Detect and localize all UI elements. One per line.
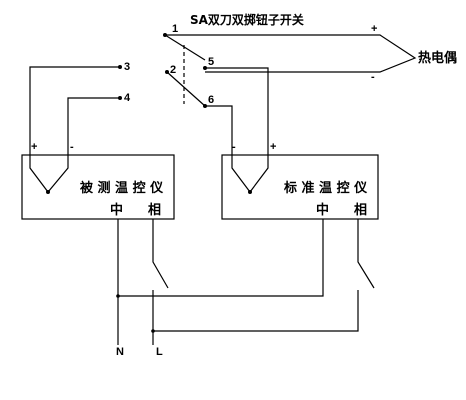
terminal-3-label: 3 xyxy=(124,61,130,73)
phase-junction-dot xyxy=(151,329,155,333)
standard-phase-lower xyxy=(153,290,359,332)
power-l-label: L xyxy=(156,346,163,358)
tested-instrument-box xyxy=(21,154,175,220)
terminal-5-label: 5 xyxy=(208,56,214,68)
power-n-label: N xyxy=(116,346,124,358)
wire-4-to-tested-minus xyxy=(67,97,120,155)
thermocouple-label: 热电偶 xyxy=(418,50,457,66)
tested-minus: - xyxy=(70,141,74,153)
tested-phase-label: 相 xyxy=(148,202,161,218)
standard-name: 标 准 温 控 仪 xyxy=(283,180,368,196)
standard-instrument-box xyxy=(221,154,379,220)
thermocouple-minus: - xyxy=(371,71,375,83)
standard-plus: + xyxy=(270,141,276,153)
thermocouple-wires xyxy=(165,34,417,73)
switch-title: SA双刀双掷钮子开关 xyxy=(190,12,304,27)
wire-5-to-standard-plus xyxy=(205,67,269,155)
terminal-4-dot xyxy=(118,96,122,100)
tested-plus: + xyxy=(31,141,37,153)
switch-blade-1 xyxy=(164,34,206,61)
terminal-2-label: 2 xyxy=(170,64,176,76)
tested-junction-dot xyxy=(46,190,50,194)
wire-3-to-tested-plus xyxy=(29,66,120,155)
terminal-4-label: 4 xyxy=(124,92,131,104)
wire-6-to-standard-minus xyxy=(205,105,233,155)
standard-phase-switch xyxy=(357,219,375,289)
switch-blade-2 xyxy=(166,71,206,107)
terminal-1-label: 1 xyxy=(172,23,178,35)
thermocouple-plus: + xyxy=(371,23,377,35)
tested-phase-switch xyxy=(152,219,169,289)
standard-minus: - xyxy=(232,141,236,153)
tested-name: 被 测 温 控 仪 xyxy=(79,180,164,196)
terminal-1-dot xyxy=(163,33,167,37)
neutral-junction-dot xyxy=(116,294,120,298)
tested-neutral-label: 中 xyxy=(110,202,123,218)
terminal-2-dot xyxy=(165,70,169,74)
terminal-3-dot xyxy=(118,65,122,69)
terminal-6-label: 6 xyxy=(208,94,214,106)
standard-phase-label: 相 xyxy=(354,202,367,218)
standard-neutral-label: 中 xyxy=(316,202,329,218)
standard-junction-dot xyxy=(248,190,252,194)
standard-neutral-wire xyxy=(118,219,324,297)
